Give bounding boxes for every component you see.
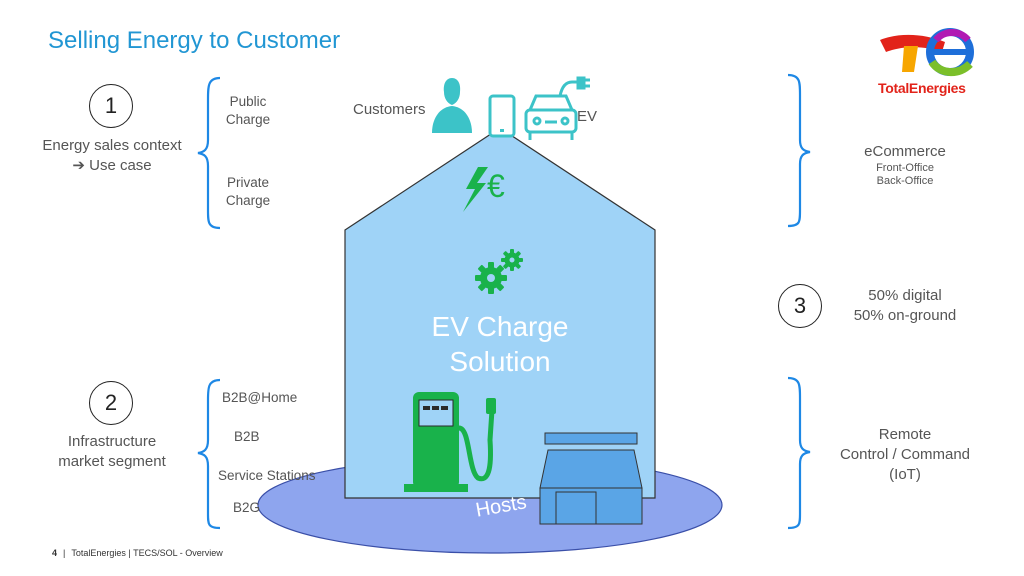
footer-text: TotalEnergies | TECS/SOL - Overview bbox=[71, 548, 223, 558]
remote-line1: Remote bbox=[878, 426, 932, 443]
section-2-line2: market segment bbox=[58, 453, 166, 470]
section-1-line2: ➔ Use case bbox=[22, 156, 202, 176]
step-3-circle: 3 bbox=[778, 284, 822, 328]
footer: 4 | TotalEnergies | TECS/SOL - Overview bbox=[52, 548, 223, 558]
customer-icon bbox=[432, 78, 472, 133]
page-title: Selling Energy to Customer bbox=[48, 27, 341, 54]
step-1-circle: 1 bbox=[89, 84, 133, 128]
ev-charge-line1: EV Charge bbox=[431, 311, 569, 342]
option-private-charge: Private Charge bbox=[225, 175, 271, 208]
lightning-icon bbox=[463, 167, 488, 212]
section-2-label: Infrastructure market segment bbox=[22, 432, 202, 472]
ecommerce-block: eCommerce Front-Office Back-Office bbox=[840, 142, 970, 188]
ev-car-icon bbox=[524, 76, 590, 140]
step-2-circle: 2 bbox=[89, 381, 133, 425]
section-1-line2-text: Use case bbox=[89, 157, 152, 174]
totalenergies-logo bbox=[880, 28, 974, 76]
option-b2b-home: B2B@Home bbox=[222, 390, 298, 405]
section-3-line2: 50% on-ground bbox=[853, 307, 957, 324]
section-1-label: Energy sales context ➔ Use case bbox=[22, 136, 202, 176]
ev-charge-line2: Solution bbox=[449, 346, 551, 377]
ev-charge-solution-title: EV Charge Solution bbox=[400, 309, 600, 379]
smartphone-icon bbox=[488, 94, 516, 138]
ecommerce-front-office: Front-Office bbox=[876, 162, 934, 174]
section-2-line1: Infrastructure bbox=[67, 433, 157, 450]
euro-icon: € bbox=[487, 168, 505, 204]
ecommerce-back-office: Back-Office bbox=[876, 175, 934, 187]
shop-icon bbox=[539, 432, 643, 525]
section-3-label: 50% digital 50% on-ground bbox=[830, 286, 980, 326]
remote-line2: Control / Command bbox=[839, 446, 971, 463]
option-public-charge: Public Charge bbox=[225, 94, 271, 127]
brace-bottom-right bbox=[787, 376, 811, 530]
option-service-stations: Service Stations bbox=[218, 468, 316, 483]
customers-label: Customers bbox=[353, 101, 426, 118]
remote-line3: (IoT) bbox=[889, 466, 921, 483]
brace-top-right bbox=[787, 73, 811, 228]
section-1-line1: Energy sales context bbox=[42, 137, 182, 154]
option-b2g: B2G bbox=[233, 500, 261, 515]
logo-text: TotalEnergies bbox=[878, 80, 966, 96]
ev-label: EV bbox=[577, 108, 598, 125]
section-3-line1: 50% digital bbox=[868, 287, 942, 304]
ecommerce-title: eCommerce bbox=[864, 143, 946, 160]
arrow-right-icon: ➔ bbox=[72, 157, 90, 174]
brace-top-left bbox=[197, 76, 221, 230]
gears-icon bbox=[475, 249, 523, 294]
charging-station-icon bbox=[404, 392, 496, 492]
footer-separator: | bbox=[63, 548, 66, 558]
page-number: 4 bbox=[52, 548, 58, 558]
remote-control-block: Remote Control / Command (IoT) bbox=[822, 425, 988, 485]
brace-bottom-left bbox=[197, 378, 221, 530]
option-b2b: B2B bbox=[234, 429, 260, 444]
